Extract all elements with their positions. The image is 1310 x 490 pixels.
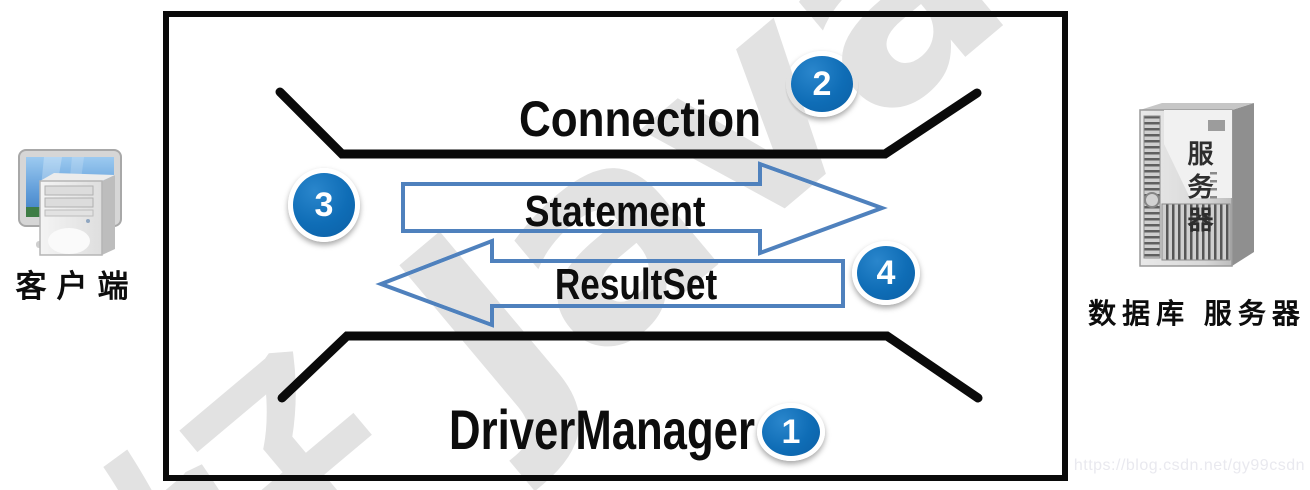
server-panel [1164, 110, 1232, 198]
statement-arrow-right [401, 161, 888, 256]
tower-highlight [48, 228, 90, 254]
top-bracket-line [275, 87, 982, 159]
bottom-bracket-line [277, 331, 983, 403]
step-number: 1 [781, 413, 801, 451]
resultset-label: ResultSet [554, 260, 718, 309]
step-number: 3 [314, 186, 334, 224]
statement-label: Statement [524, 187, 706, 236]
tower-side [102, 175, 115, 255]
server-vent-left [1143, 115, 1161, 259]
drivermanager-label: DriverManager [449, 398, 755, 461]
connection-label: Connection [519, 91, 761, 147]
step-number: 2 [812, 65, 832, 103]
server-side [1232, 103, 1254, 266]
step-badge-2: 2 [786, 51, 858, 117]
server-top [1140, 103, 1254, 110]
server-logo [1208, 120, 1225, 131]
server-lock [1144, 192, 1160, 208]
database-server-icon [1139, 103, 1254, 267]
step-badge-4: 4 [852, 241, 920, 305]
client-label: 客户端 [15, 269, 139, 304]
server-label: 数据库 服务器 [1088, 298, 1306, 329]
client-computer-icon [18, 149, 122, 256]
resultset-arrow-left [375, 238, 845, 328]
server-tower-text: 服务器 [1184, 140, 1214, 239]
jdbc-box [163, 11, 1068, 481]
server-vent-bottom [1161, 203, 1231, 261]
url-watermark: https://blog.csdn.net/gy99csdn [1073, 457, 1305, 474]
step-badge-3: 3 [288, 168, 360, 242]
step-number: 4 [876, 254, 896, 292]
step-badge-1: 1 [757, 403, 825, 461]
